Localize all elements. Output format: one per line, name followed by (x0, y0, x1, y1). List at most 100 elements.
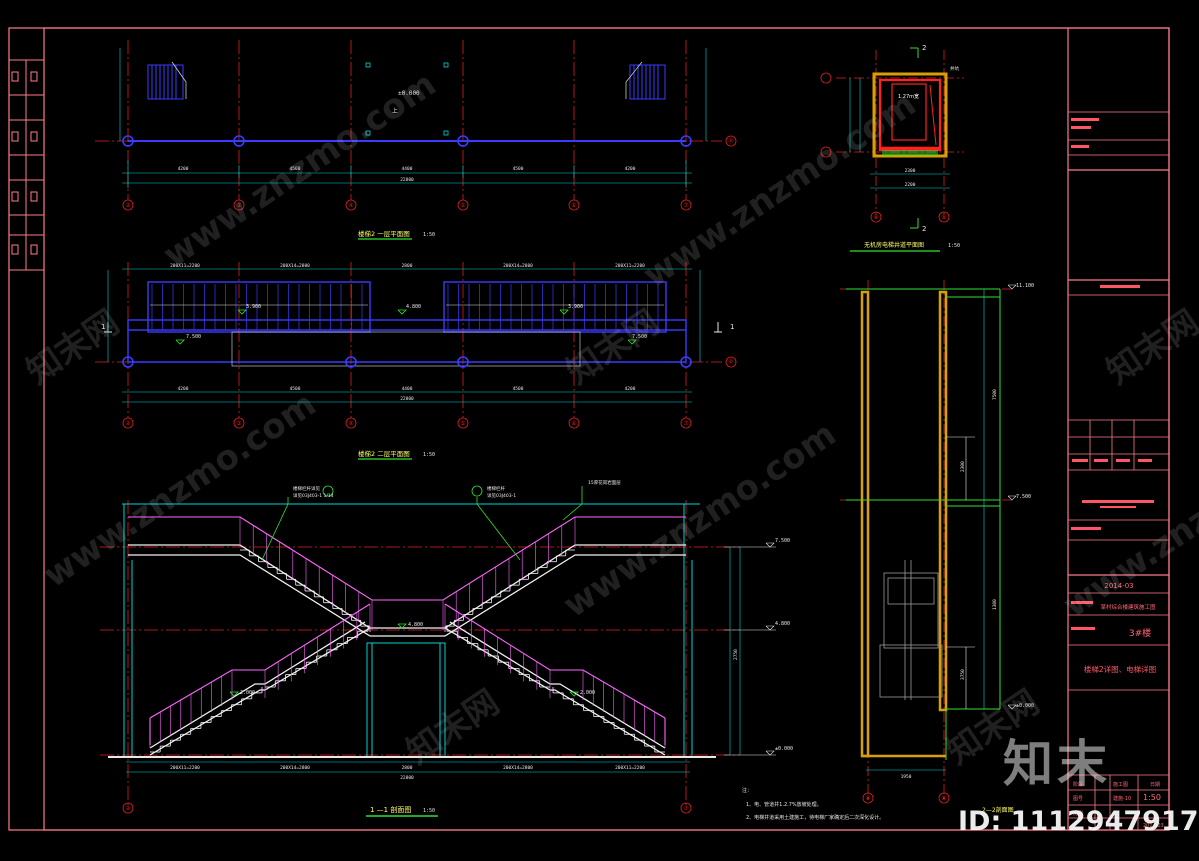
section-dim-1: 200X11=2200 (170, 765, 200, 771)
plan2-dim-bay-4: 4500 (513, 386, 524, 392)
plan1-dim-bay-3: 4400 (402, 166, 413, 172)
section11-scale: 1:50 (423, 808, 435, 814)
elevator-door-label: 1.27m宽 (898, 93, 919, 100)
brand-logo: 知末 (1003, 735, 1111, 793)
elevator-plan-title: 无机房电梯井道平面图 (864, 241, 924, 249)
plan2-cut-right: 1 (730, 323, 734, 331)
elevator-axis-left: ⑧ (873, 214, 878, 221)
section-axis-right: ⑦ (683, 805, 689, 812)
section-2-2: 11.100 7.500 ±0.000 1950 ⑧ ⑧ 2—2剖面图 (840, 280, 1034, 814)
shaft-level-low: ±0.000 (1016, 703, 1034, 709)
section-dim-4: 200X14=2800 (503, 765, 533, 771)
shaft-level-mid: 7.500 (1016, 494, 1031, 500)
sheet-frame (8, 27, 1170, 831)
notes-item-1: 1、电、管道井1.2.7%放坡处理。 (746, 801, 822, 808)
section11-title: 1 —1 剖面图 (370, 805, 411, 814)
section-dim-total: 22800 (400, 775, 414, 781)
section-dim-2: 200X14=2800 (280, 765, 310, 771)
section-level-right: 2.000 (580, 690, 595, 696)
section-axis-left: ② (125, 805, 131, 812)
plan2-axis-d: Ⓓ (728, 358, 734, 366)
callout-tread: 15厚花岗岩面层 (588, 479, 621, 486)
shaft-axis-right: ⑧ (941, 795, 946, 802)
tb-date2: 2014.03 (1143, 823, 1164, 829)
shaft-dim-lower: 1300 (992, 599, 998, 610)
plan2-dim-stair-4: 200X14=2800 (503, 263, 533, 269)
plan1-dim-total: 22800 (400, 177, 414, 183)
shaft-dim-upper: 7500 (992, 389, 998, 400)
plan2-scale: 1:50 (423, 452, 435, 458)
tb-scale: 1:50 (1143, 793, 1161, 802)
plan1-dim-bay-4: 4500 (513, 166, 524, 172)
plan2-axis-1: ② (125, 420, 131, 427)
plan2-level-a: 3.900 (246, 304, 261, 310)
callout-rail2: 楼梯栏杆 (487, 485, 505, 492)
shaft-axis-left: ⑧ (865, 795, 870, 802)
plan1-axis-6: ⑦ (683, 202, 689, 209)
section-railing-posts (149, 517, 666, 748)
elevator-cut-top: 2 (922, 44, 926, 52)
plan-floor-1: ±0.000 上 4200 4500 4400 4500 4200 22800 … (95, 40, 737, 240)
tb-building: 3#楼 (1129, 627, 1151, 639)
plan2-dim-bay-2: 4500 (290, 386, 301, 392)
plan2-treads (151, 284, 659, 330)
section-level-4800: 4.800 (775, 621, 790, 627)
plan1-axis-d: Ⓓ (728, 137, 734, 145)
plan1-dim-bay-5: 4200 (625, 166, 636, 172)
plan1-axis-1: ② (125, 202, 131, 209)
shaft-dim-width: 1950 (901, 774, 912, 780)
tb-date: 2014-03 (1104, 582, 1133, 590)
plan2-dim-stair-2: 200X14=2800 (280, 263, 310, 269)
plan2-axis-2: ③ (236, 420, 241, 427)
elevator-cut-bottom: 2 (922, 225, 926, 233)
plan2-axis-6: ⑦ (683, 420, 689, 427)
callout-rail1: 楼梯栏杆详见 (293, 485, 320, 492)
tb-sheet-label: 图号 (1073, 796, 1083, 802)
elevator-pit-label: 井坑 (950, 65, 959, 72)
callout-rail1-ref: 详见03J403-1 1/14 (293, 492, 334, 499)
title-block: 2014-03 某村综合楼建筑施工图 3#楼 楼梯2详图、电梯详图 阶段 施工图… (1068, 111, 1169, 830)
plan2-dim-stair-5: 200X11=2200 (615, 263, 645, 269)
plan2-title: 楼梯2 二层平面图 (358, 449, 410, 458)
plan2-dim-stair-3: 2800 (402, 263, 413, 269)
plan1-axis-4: ⑤ (460, 202, 465, 209)
tb-stage-label: 阶段 (1073, 781, 1083, 788)
plan1-dim-bay-2: 4500 (290, 166, 301, 172)
plan2-dim-bay-1: 4200 (178, 386, 189, 392)
plan2-dim-bay-5: 4200 (625, 386, 636, 392)
notes-item-2: 2、电梯井道采用土建施工，待电梯厂家确定后二次深化设计。 (746, 814, 884, 821)
section-1-1: 楼梯栏杆详见 详见03J403-1 1/14 楼梯栏杆 详见03J403-1 1… (100, 479, 884, 821)
plan2-axis-4: ⑤ (460, 420, 465, 427)
callout-rail2-ref: 详见03J403-1 (487, 492, 516, 499)
plan2-level-c: 3.900 (568, 304, 583, 310)
plan2-dim-bay-3: 4400 (402, 386, 413, 392)
elevator-plan-scale: 1:50 (948, 243, 960, 249)
section-level-left: 2.000 (240, 690, 255, 696)
plan1-scale: 1:50 (423, 232, 435, 238)
plan1-axis-3: ④ (348, 202, 353, 209)
plan1-dim-bay-1: 4200 (178, 166, 189, 172)
tb-stage: 施工图 (1113, 781, 1128, 788)
plan1-axis-2: ③ (236, 202, 241, 209)
plan2-cut-left: 1 (101, 323, 105, 331)
tb-scale-label: 比例 (1073, 810, 1083, 817)
section-dim-3: 2800 (402, 765, 413, 771)
section-dim-5: 200X11=2200 (615, 765, 645, 771)
tb-project: 某村综合楼建筑施工图 (1100, 603, 1156, 611)
shaft-dim-door-lower: 3750 (960, 669, 966, 680)
section-level-ground: ±0.000 (775, 746, 793, 752)
section-level-mid: 4.800 (408, 622, 423, 628)
elevator-dim-outer: 2200 (905, 182, 916, 188)
image-id-label: ID: 1112947917 (958, 806, 1199, 837)
tb-sheet-title: 楼梯2详图、电梯详图 (1084, 664, 1156, 674)
elevator-axis-right: ⑧ (941, 214, 946, 221)
plan1-title: 楼梯2 一层平面图 (358, 229, 410, 238)
plan1-axis-5: ⑥ (571, 202, 576, 209)
section-dim-height: 2750 (733, 649, 739, 660)
plan2-dim-total: 22800 (400, 396, 414, 402)
notes-heading: 注： (742, 787, 752, 794)
plan-floor-2: 3.900 4.800 3.900 7.500 7.500 1 1 200X11… (95, 262, 737, 460)
plan1-up-label: 上 (392, 107, 398, 115)
section-stair-steps (150, 549, 665, 753)
elevator-plan: 1.27m宽 井坑 2 2 2300 2200 ⑧ ⑧ 无机房电梯井道平面图 1… (820, 44, 964, 252)
